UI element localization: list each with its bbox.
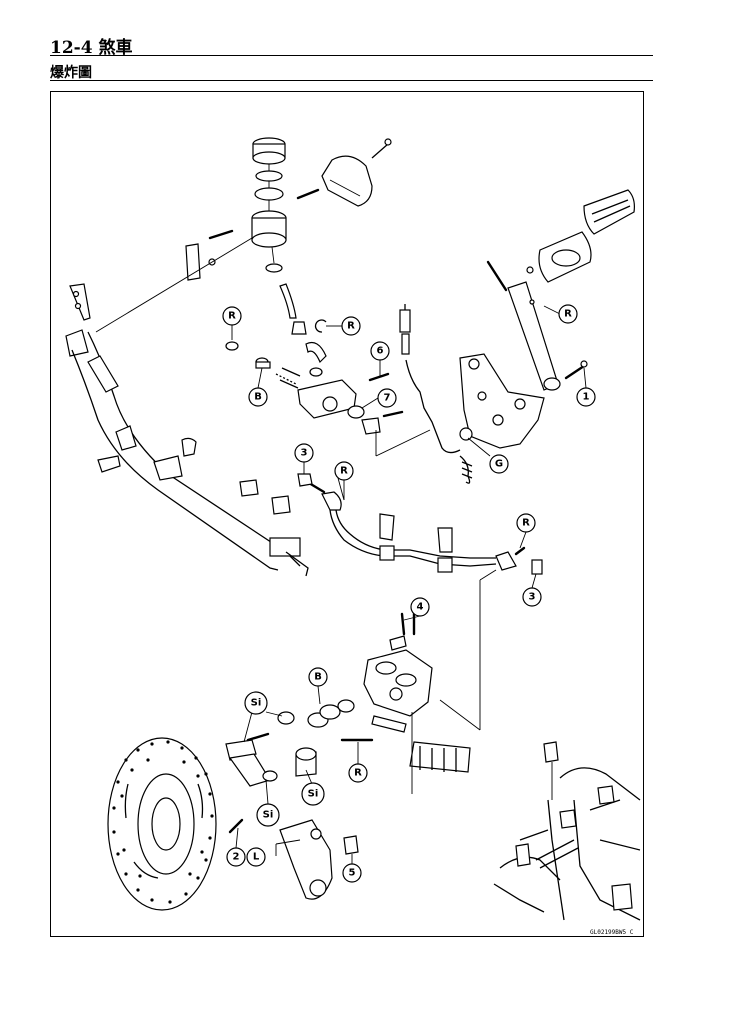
svg-text:1: 1 bbox=[583, 392, 590, 403]
callout-r2: R bbox=[326, 316, 361, 336]
callout-2: 2 bbox=[226, 827, 246, 867]
rear-frame bbox=[493, 741, 641, 921]
callout-si2: Si bbox=[301, 769, 325, 806]
footrest-bracket bbox=[459, 353, 545, 484]
reservoir-cover bbox=[321, 138, 392, 207]
svg-text:R: R bbox=[228, 311, 236, 322]
svg-text:R: R bbox=[347, 321, 355, 332]
brake-disc bbox=[107, 737, 244, 911]
svg-text:R: R bbox=[340, 466, 348, 477]
svg-text:6: 6 bbox=[377, 346, 384, 357]
reservoir-assembly bbox=[251, 137, 287, 273]
callout-3b: 3 bbox=[522, 573, 542, 607]
svg-text:4: 4 bbox=[417, 602, 424, 613]
callout-r5: R bbox=[516, 513, 536, 549]
svg-text:G: G bbox=[495, 459, 503, 470]
svg-text:3: 3 bbox=[301, 448, 308, 459]
page-subtitle: 爆炸圖 bbox=[50, 62, 653, 81]
callout-5: 5 bbox=[342, 854, 362, 883]
brake-pedal bbox=[486, 189, 635, 391]
callout-r6: R bbox=[348, 742, 368, 783]
brake-hose bbox=[297, 473, 543, 731]
callout-1: 1 bbox=[576, 367, 596, 407]
mount-bolts bbox=[95, 188, 320, 333]
svg-text:R: R bbox=[564, 309, 572, 320]
svg-text:Si: Si bbox=[263, 810, 274, 821]
diagram-frame bbox=[50, 91, 644, 937]
callout-b1: B bbox=[248, 367, 268, 407]
callout-6: 6 bbox=[370, 341, 390, 376]
circlip bbox=[314, 319, 327, 333]
svg-text:R: R bbox=[522, 518, 530, 529]
push-rod bbox=[375, 304, 461, 457]
svg-text:L: L bbox=[253, 852, 260, 863]
callout-3a: 3 bbox=[294, 443, 314, 474]
callout-r1: R bbox=[222, 306, 242, 340]
svg-text:B: B bbox=[314, 672, 322, 683]
master-cylinder bbox=[225, 341, 404, 435]
caliper bbox=[307, 612, 471, 794]
reservoir-hose bbox=[279, 283, 307, 335]
callout-b2: B bbox=[308, 667, 328, 705]
callout-r3: R bbox=[543, 304, 578, 324]
caliper-bracket bbox=[225, 711, 359, 900]
callout-g: G bbox=[467, 437, 509, 474]
callout-si3: Si bbox=[256, 779, 280, 827]
diagram-code: GL02199BW5 C bbox=[590, 929, 634, 936]
callout-r4: R bbox=[334, 461, 354, 500]
callout-si1: Si bbox=[243, 691, 283, 743]
page-section-title: 12-4 煞車 bbox=[50, 33, 653, 58]
callout-l: L bbox=[246, 847, 266, 867]
svg-text:Si: Si bbox=[251, 698, 262, 709]
svg-text:5: 5 bbox=[349, 868, 356, 879]
svg-text:R: R bbox=[354, 768, 362, 779]
callout-4: 4 bbox=[403, 597, 430, 621]
svg-text:B: B bbox=[254, 392, 262, 403]
svg-text:7: 7 bbox=[384, 393, 391, 404]
svg-text:Si: Si bbox=[308, 789, 319, 800]
frame-tube bbox=[65, 283, 309, 577]
svg-text:2: 2 bbox=[233, 852, 240, 863]
svg-text:3: 3 bbox=[529, 592, 536, 603]
callout-7: 7 bbox=[361, 388, 397, 409]
